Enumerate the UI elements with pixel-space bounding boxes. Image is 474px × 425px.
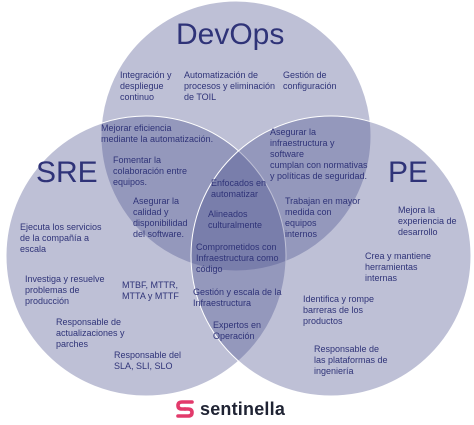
pe-item: Identifica y rompe barreras de los produ… (303, 294, 375, 326)
pe-item: Crea y mantiene herramientas internas (365, 251, 432, 283)
devops-item: Gestión de configuración (283, 70, 337, 91)
sre-item: MTBF, MTTR, MTTA y MTTF (122, 280, 179, 301)
center-item: Comprometidos con Infraestructura como c… (196, 242, 279, 274)
pe-circle (190, 115, 472, 397)
sre-item: Responsable del SLA, SLI, SLO (114, 350, 182, 371)
sre-item: Investiga y resuelve problemas de produc… (25, 274, 105, 306)
devops-sre-item: Mejorar eficiencia mediante la automatiz… (101, 123, 214, 144)
pe-item: Responsable de las plataformas de ingeni… (314, 344, 388, 376)
sentinella-logo: sentinella (176, 398, 285, 420)
sre-item: Ejecuta los servicios de la compañía a e… (20, 222, 102, 254)
pe-center-item: Trabajan en mayor medida con equipos int… (285, 196, 361, 239)
devops-circle (100, 0, 372, 272)
sre-pe-item: Expertos en Operación (213, 320, 262, 341)
devops-title: DevOps (176, 18, 285, 51)
sre-pe-item: Gestión y escala de la Infraestructura (193, 287, 282, 308)
logo-text: sentinella (200, 398, 286, 419)
sre-item: Responsable de actualizaciones y parches (56, 317, 125, 349)
sre-title: SRE (36, 156, 98, 189)
devops-pe-item: Asegurar la infraestructura y software c… (270, 127, 368, 181)
pe-title: PE (388, 156, 429, 189)
center-item: Enfocados en automatizar (211, 178, 267, 199)
sre-center-item: Asegurar la calidad y disponibilidad del… (133, 196, 188, 239)
devops-sre-item: Fomentar la colaboración entre equipos. (113, 155, 188, 187)
devops-item: Integración y despliegue continuo (120, 70, 172, 102)
sre-circle (5, 115, 287, 397)
sentinella-s-logo-icon (176, 400, 194, 418)
center-item: Alineados culturalmente (208, 209, 263, 230)
pe-item: Mejora la experiencia de desarrollo (398, 205, 457, 237)
devops-item: Automatización de procesos y eliminación… (184, 70, 276, 102)
